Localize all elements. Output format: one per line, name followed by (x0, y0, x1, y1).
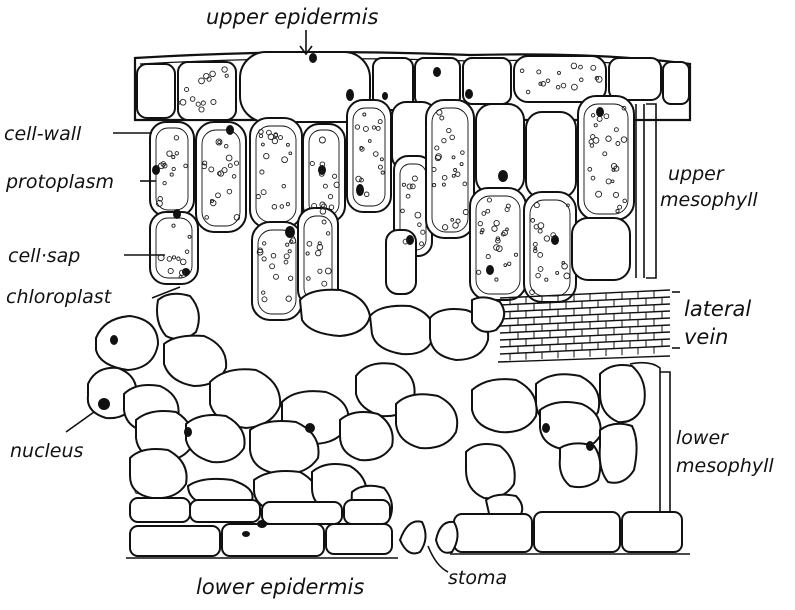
label-lower-mesophyll-line1: lower (676, 427, 729, 449)
label-upper-mesophyll-line2: mesophyll (660, 189, 758, 211)
label-nucleus: nucleus (10, 440, 84, 462)
label-lateral-vein-line2: vein (684, 325, 729, 349)
label-lower-mesophyll-line2: mesophyll (676, 455, 774, 477)
label-upper-epidermis: upper epidermis (206, 5, 378, 29)
label-protoplasm: protoplasm (5, 171, 114, 193)
label-lateral-vein-line1: lateral (684, 297, 751, 321)
lateral-vein (498, 290, 670, 362)
upper-mesophyll-palisade (150, 96, 644, 320)
label-stoma: stoma (448, 567, 507, 589)
label-lower-epidermis: lower epidermis (196, 575, 364, 599)
lower-epidermis (126, 498, 690, 558)
label-cell-sap: cell·sap (8, 245, 80, 267)
label-cell-wall: cell-wall (4, 123, 82, 145)
label-upper-mesophyll-line1: upper (668, 163, 725, 185)
label-chloroplast: chloroplast (6, 286, 113, 308)
